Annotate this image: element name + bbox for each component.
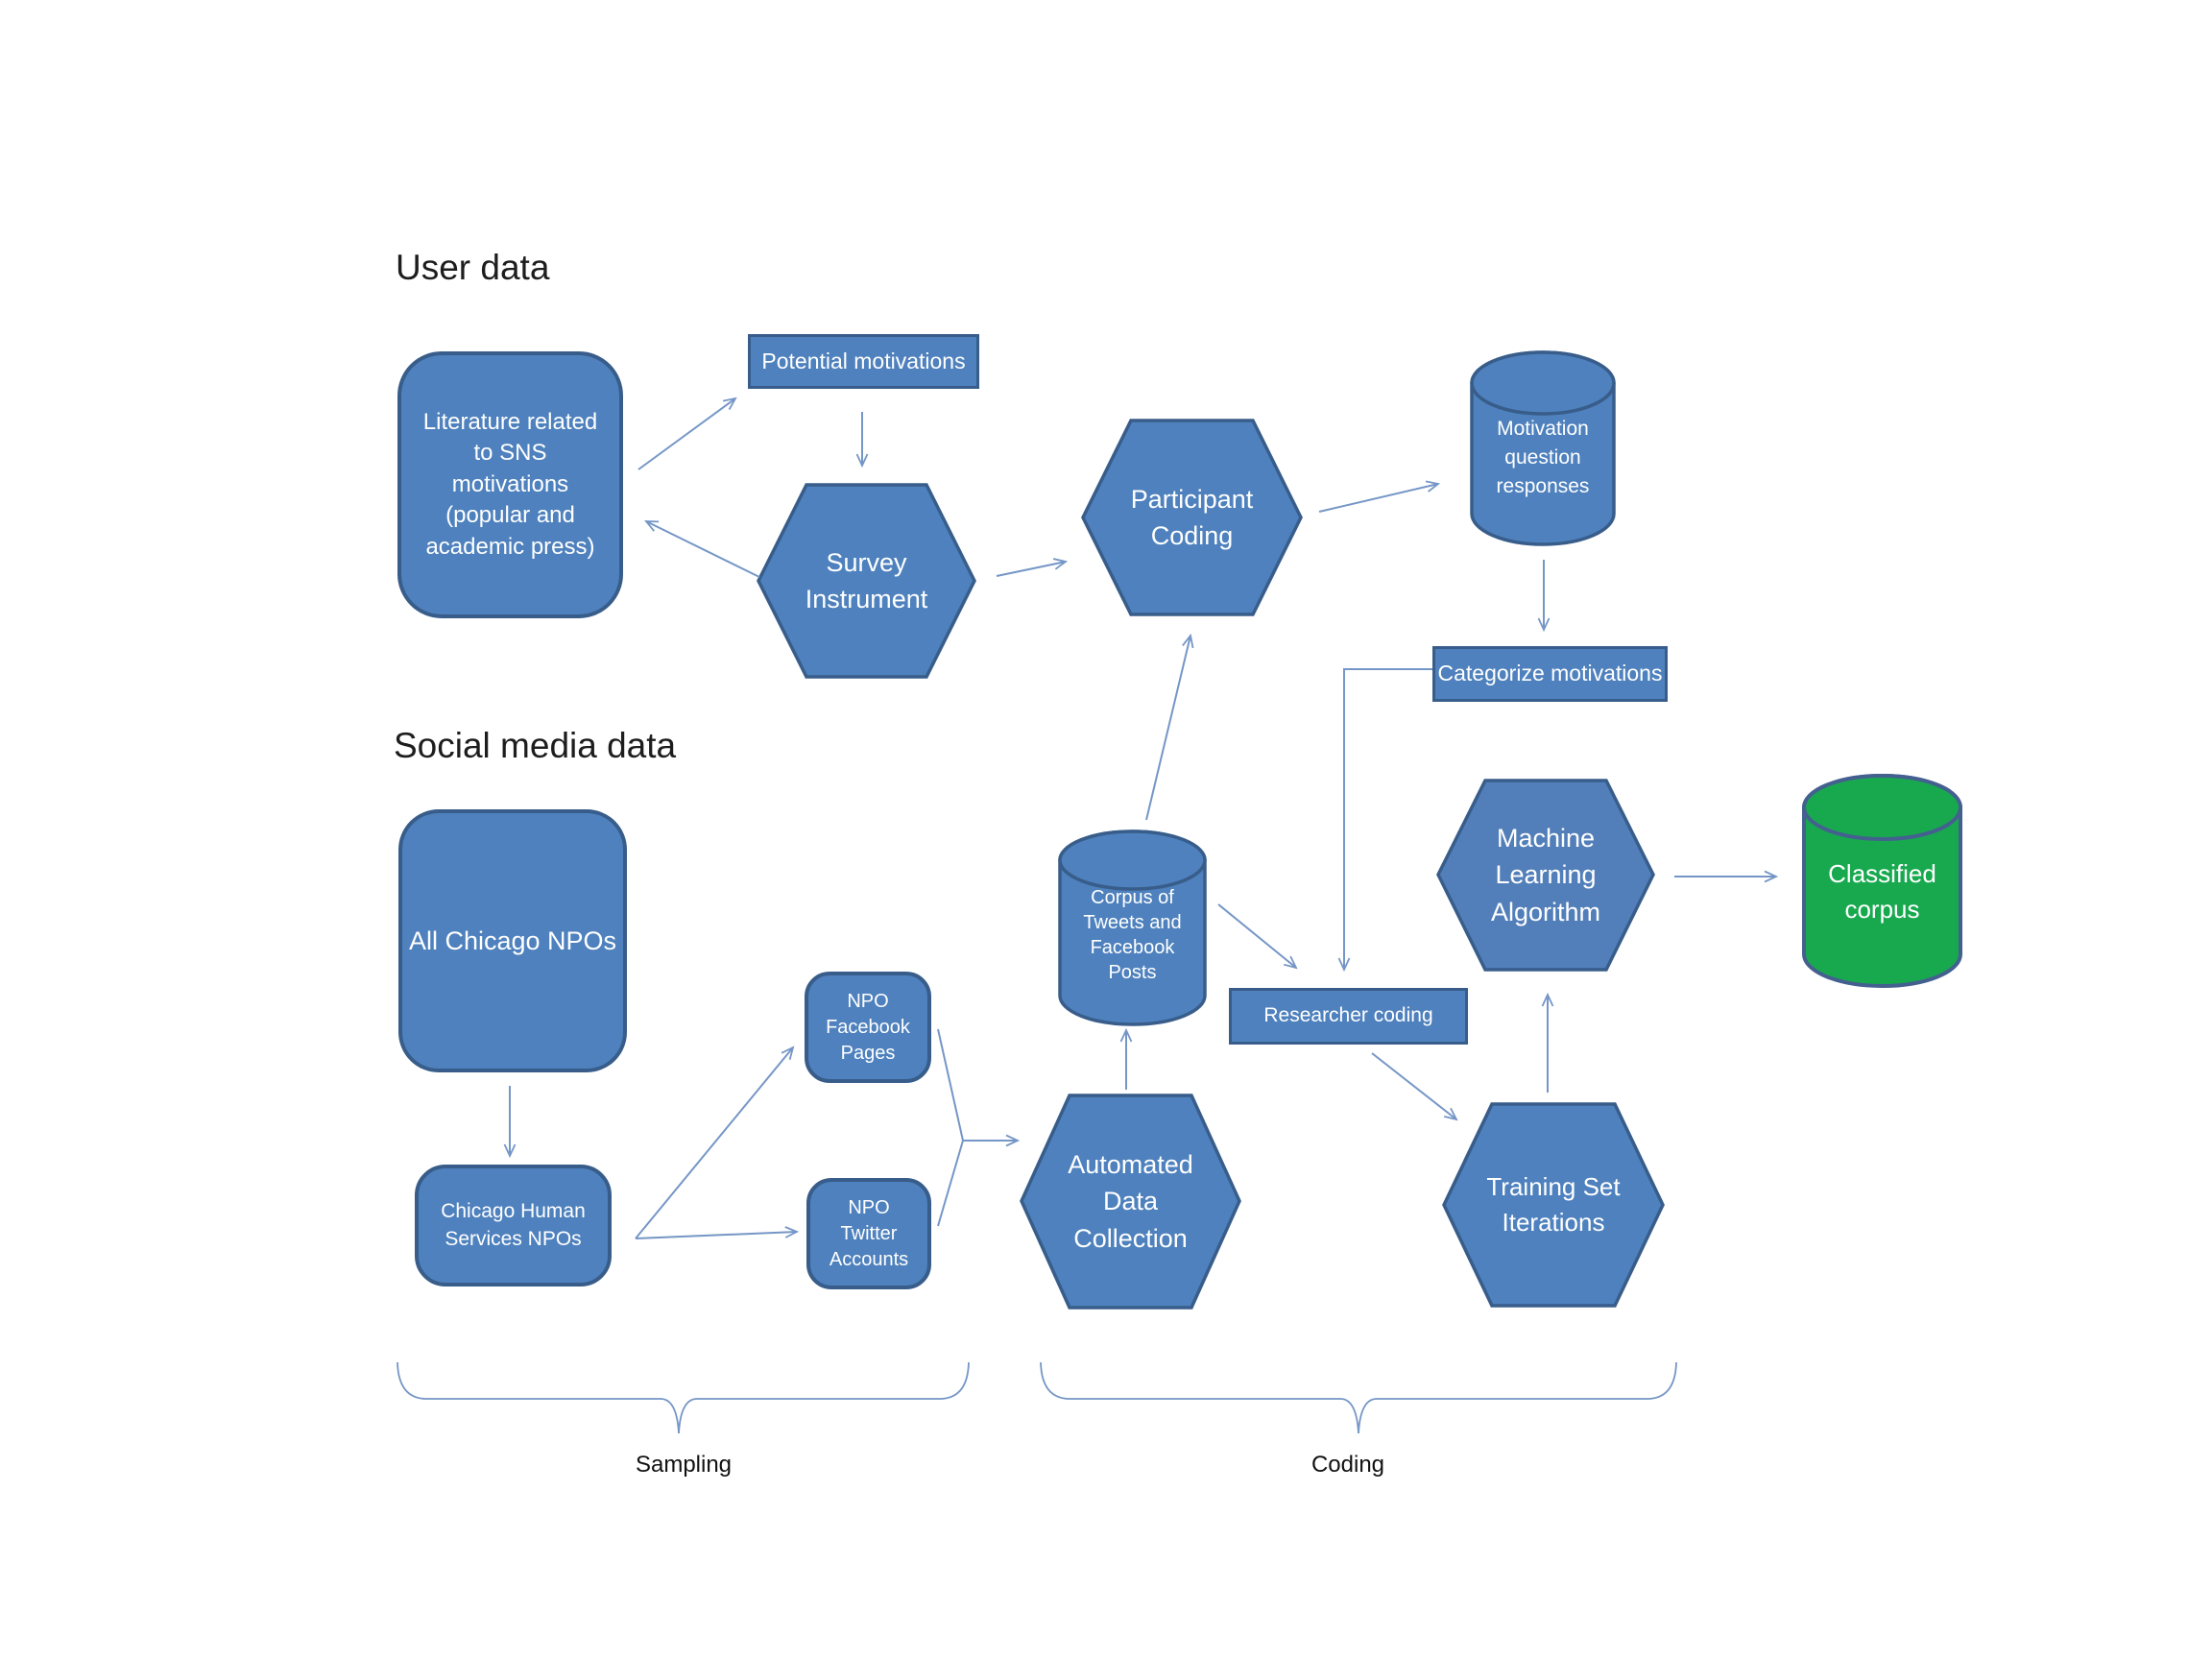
arrow-survey-to-literature [644, 520, 760, 578]
arrow-literature-to-potential [637, 397, 737, 470]
all-chicago-npos-node: All Chicago NPOs [398, 809, 627, 1072]
arrow-human-services-to-facebook [635, 1046, 795, 1239]
classified-corpus-cylinder [1802, 774, 1962, 988]
social-media-data-title: Social media data [394, 726, 677, 765]
automated-data-collection-hexagon [1020, 1094, 1241, 1310]
coding-brace [1040, 1361, 1677, 1434]
corpus-tweets-cylinder [1058, 830, 1207, 1026]
machine-learning-hexagon [1436, 779, 1655, 972]
literature-node: Literature related to SNS motivations (p… [397, 351, 623, 618]
npo-twitter-accounts-node: NPO Twitter Accounts [806, 1178, 931, 1289]
potential-motivations-node: Potential motivations [748, 334, 979, 389]
participant-coding-hexagon [1081, 419, 1303, 616]
user-data-title: User data [396, 248, 550, 287]
arrow-categorize-to-researcher-elbow [1337, 668, 1432, 973]
arrow-survey-to-participant [996, 558, 1069, 577]
sampling-group-label: Sampling [635, 1452, 733, 1478]
npo-facebook-pages-node: NPO Facebook Pages [805, 972, 931, 1083]
motivation-responses-cylinder [1470, 350, 1616, 546]
categorize-motivations-node: Categorize motivations [1432, 646, 1668, 702]
connector-facebook-to-merge [937, 1028, 964, 1142]
chicago-human-services-node: Chicago Human Services NPOs [415, 1165, 612, 1286]
survey-instrument-hexagon [757, 483, 976, 679]
coding-group-label: Coding [1310, 1452, 1385, 1478]
arrow-researcher-to-training-set [1371, 1052, 1458, 1121]
connector-twitter-to-merge [937, 1140, 964, 1227]
arrow-human-services-to-twitter [635, 1226, 800, 1239]
training-set-iterations-hexagon [1442, 1102, 1665, 1308]
sampling-brace [397, 1361, 970, 1434]
arrow-participant-to-motivation-responses [1318, 480, 1441, 513]
researcher-coding-node: Researcher coding [1229, 988, 1468, 1045]
arrow-corpus-to-participant [1145, 633, 1194, 821]
arrow-corpus-to-researcher [1217, 903, 1298, 970]
